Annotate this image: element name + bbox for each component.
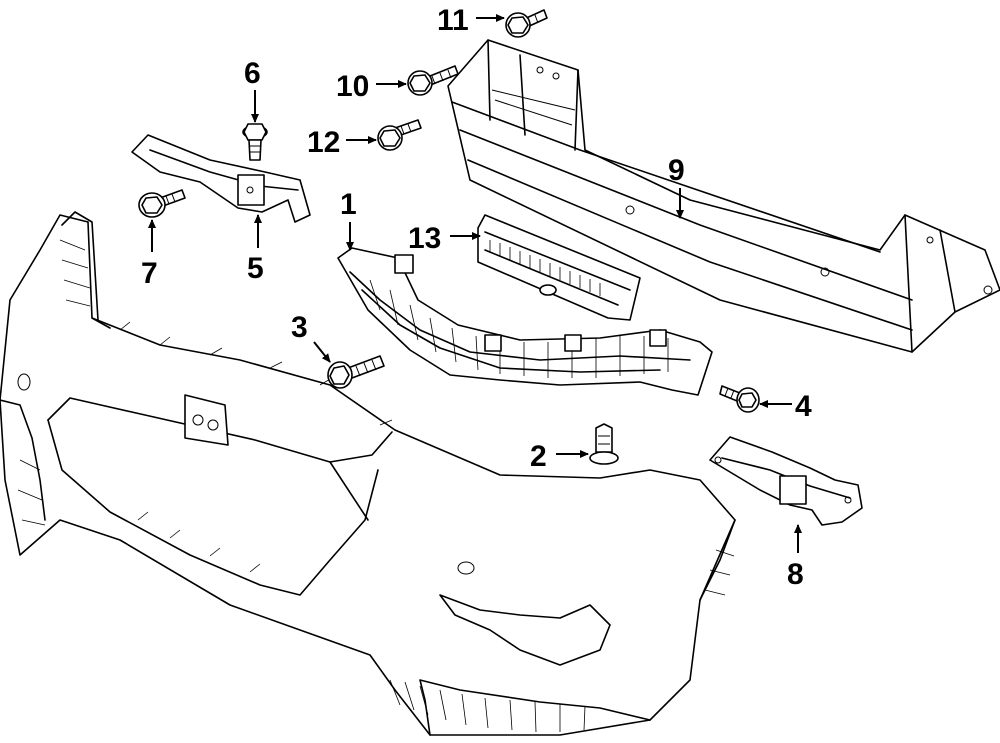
callout-7: 7 — [141, 257, 158, 290]
fastener-7-bolt — [138, 189, 186, 218]
fastener-3-bolt — [327, 355, 385, 389]
callout-8: 8 — [787, 558, 804, 591]
callout-1: 1 — [340, 188, 357, 221]
callout-6: 6 — [244, 57, 261, 90]
callout-11: 11 — [437, 4, 469, 37]
callout-labels: 1 2 3 4 5 6 7 8 9 10 11 12 13 — [141, 4, 812, 591]
part-9-bumper-reinforcement — [447, 39, 1000, 353]
arrow-3 — [313, 341, 331, 363]
fastener-10-bolt — [407, 65, 459, 96]
callout-4: 4 — [795, 390, 812, 423]
fastener-4-bolt — [719, 385, 760, 413]
fastener-12-bolt — [377, 119, 422, 151]
fastener-2-push-clip — [589, 423, 619, 465]
fastener-11-bolt — [505, 9, 548, 38]
part-13-energy-absorber — [477, 214, 641, 321]
leader-arrows — [148, 14, 802, 553]
callout-12: 12 — [307, 126, 340, 159]
part-5-left-bracket — [131, 134, 311, 223]
part-8-right-bracket — [709, 436, 863, 526]
callout-10: 10 — [336, 70, 369, 103]
fastener-6-bolt — [242, 123, 268, 161]
callout-3: 3 — [291, 311, 308, 344]
callout-5: 5 — [247, 252, 264, 285]
part-1-bumper-bracket — [337, 247, 713, 396]
callout-2: 2 — [530, 440, 547, 473]
callout-9: 9 — [668, 154, 685, 187]
callout-13: 13 — [408, 222, 441, 255]
bumper-cover — [0, 211, 736, 736]
